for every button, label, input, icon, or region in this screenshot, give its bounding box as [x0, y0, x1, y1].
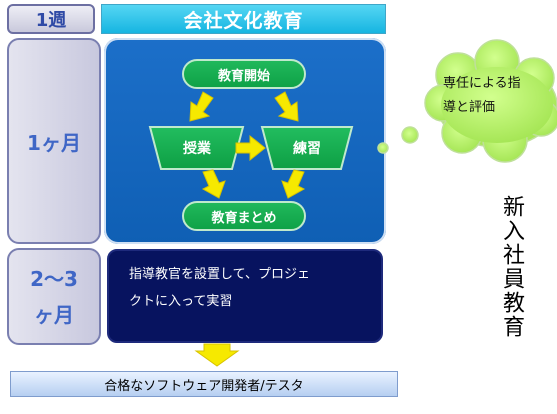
side-vertical-label: 新入社員教育 — [499, 195, 524, 339]
flow-start-node: 教育開始 — [182, 59, 306, 89]
mentor-panel-line1: 指導教官を設置して、プロジェ — [129, 267, 310, 282]
mentor-panel-line2: クトに入って実習 — [129, 294, 233, 309]
flow-practice-node: 練習 — [293, 141, 321, 157]
week-period-label: 1週 — [7, 4, 95, 34]
mentor-practice-panel: 指導教官を設置して、プロジェ クトに入って実習 — [107, 249, 383, 343]
bubble-line2: 導と評価 — [443, 100, 496, 115]
practice-trapezoid — [260, 126, 354, 170]
bubble-line1: 専任による指 — [443, 76, 521, 91]
month23-period-line1: 2～3 — [30, 266, 78, 291]
month23-period-box: 2～3 ヶ月 — [7, 248, 101, 345]
arrow-lecture-to-summary — [201, 169, 226, 199]
month1-period-label: 1ヶ月 — [7, 38, 101, 244]
arrow-down-to-graduate — [194, 343, 240, 367]
graduate-outcome-bar: 合格なソフトウェア開発者/テスタ — [10, 371, 398, 397]
arrow-start-to-lecture — [189, 91, 214, 122]
page-title: 会社文化教育 — [101, 4, 386, 34]
flow-lecture-node: 授業 — [183, 141, 211, 157]
flow-summary-node: 教育まとめ — [182, 201, 306, 231]
month23-period-line2: ヶ月 — [34, 302, 74, 327]
lecture-trapezoid — [148, 126, 245, 170]
arrow-practice-to-summary — [281, 169, 306, 199]
arrow-lecture-to-practice — [235, 134, 266, 162]
arrow-start-to-practice — [274, 91, 299, 122]
bubble-text: 専任による指 導と評価 — [443, 72, 551, 132]
cloud-bubble-fill — [441, 67, 553, 143]
